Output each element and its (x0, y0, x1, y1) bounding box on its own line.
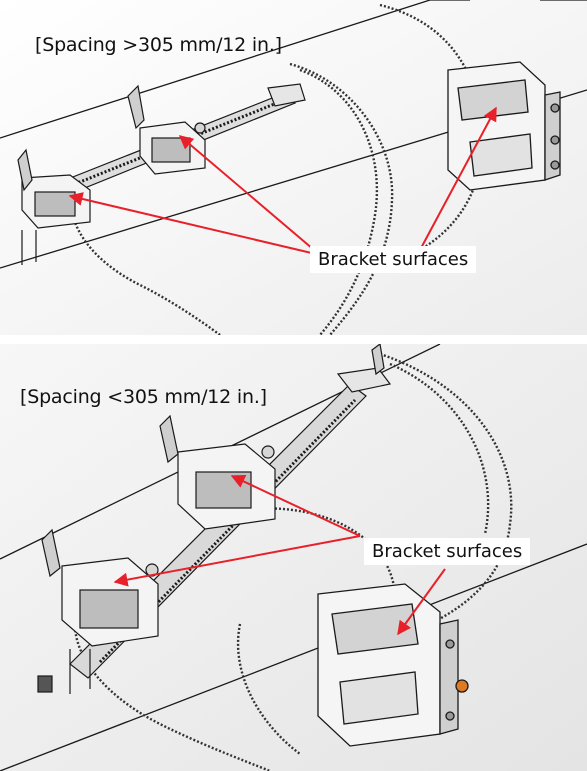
bottom-callout-arrows (113, 475, 446, 636)
bottom-installation-panel: [Spacing <305 mm/12 in.] Bracket surface… (0, 344, 587, 771)
top-bracket-surfaces-label: Bracket surfaces (310, 246, 477, 273)
bottom-rear-bracket (336, 344, 392, 393)
bottom-left-bracket (41, 528, 159, 694)
bottom-thumbscrew (37, 675, 53, 693)
bottom-spacing-label: [Spacing <305 mm/12 in.] (20, 386, 267, 408)
top-right-clamp (447, 61, 561, 191)
top-installation-drawing (0, 0, 587, 335)
top-left-bracket (17, 148, 91, 265)
top-rear-bracket (267, 83, 306, 107)
top-spacing-label: [Spacing >305 mm/12 in.] (35, 34, 282, 56)
bottom-bracket-surfaces-label: Bracket surfaces (364, 538, 531, 565)
bottom-middle-bracket (159, 414, 276, 530)
top-installation-panel: [Spacing >305 mm/12 in.] Bracket surface… (0, 0, 587, 335)
bottom-strap-chains (73, 352, 513, 771)
top-callout-arrows (68, 106, 497, 256)
